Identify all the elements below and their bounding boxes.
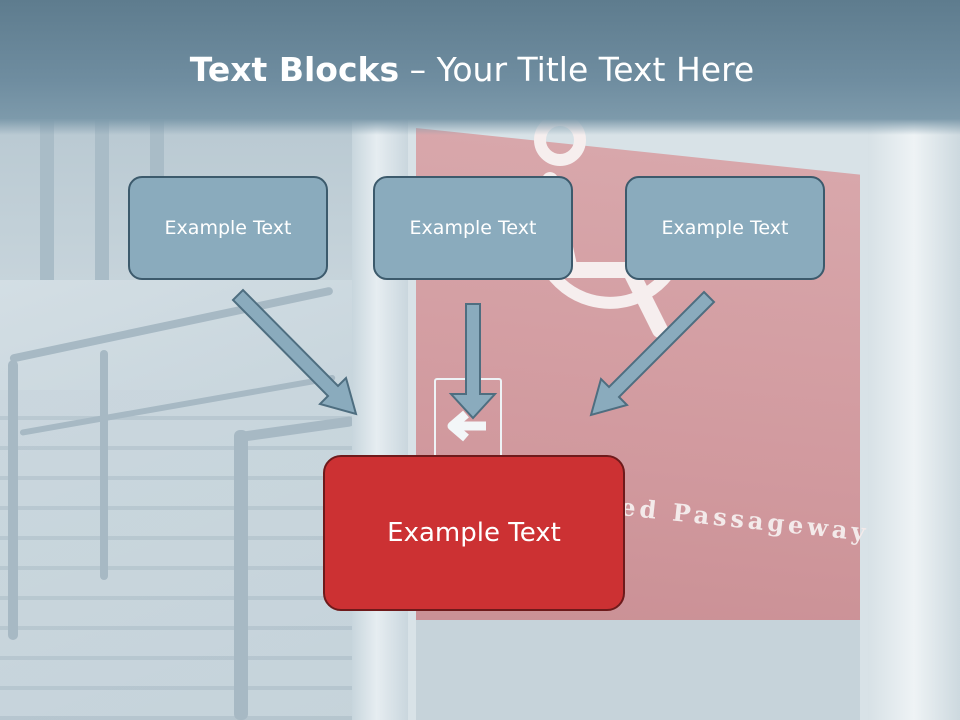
arrow-left-icon: [447, 410, 486, 442]
text-block-left[interactable]: Example Text: [128, 176, 328, 280]
text-block-center[interactable]: Example Text: [373, 176, 573, 280]
title-band: [0, 0, 960, 135]
text-block-label: Example Text: [661, 217, 789, 239]
building-column: [95, 120, 109, 300]
text-block-label: Example Text: [164, 217, 292, 239]
sign-base: [416, 620, 860, 720]
stairs: [0, 390, 360, 720]
handrail-post: [234, 430, 248, 720]
arrow-down-right: [231, 288, 358, 416]
handrail-post: [100, 350, 108, 580]
handrail-post: [8, 360, 18, 640]
text-block-label: Example Text: [409, 217, 537, 239]
title-rest: – Your Title Text Here: [399, 50, 755, 89]
right-wall: [868, 120, 960, 720]
arrow-down-left: [589, 290, 716, 417]
building-column: [40, 120, 54, 300]
arrow-down: [448, 303, 498, 420]
page-title: Text Blocks – Your Title Text Here: [0, 50, 944, 89]
title-bold: Text Blocks: [189, 50, 400, 89]
text-block-main[interactable]: Example Text: [323, 455, 625, 611]
text-block-label: Example Text: [387, 518, 561, 548]
text-block-right[interactable]: Example Text: [625, 176, 825, 280]
